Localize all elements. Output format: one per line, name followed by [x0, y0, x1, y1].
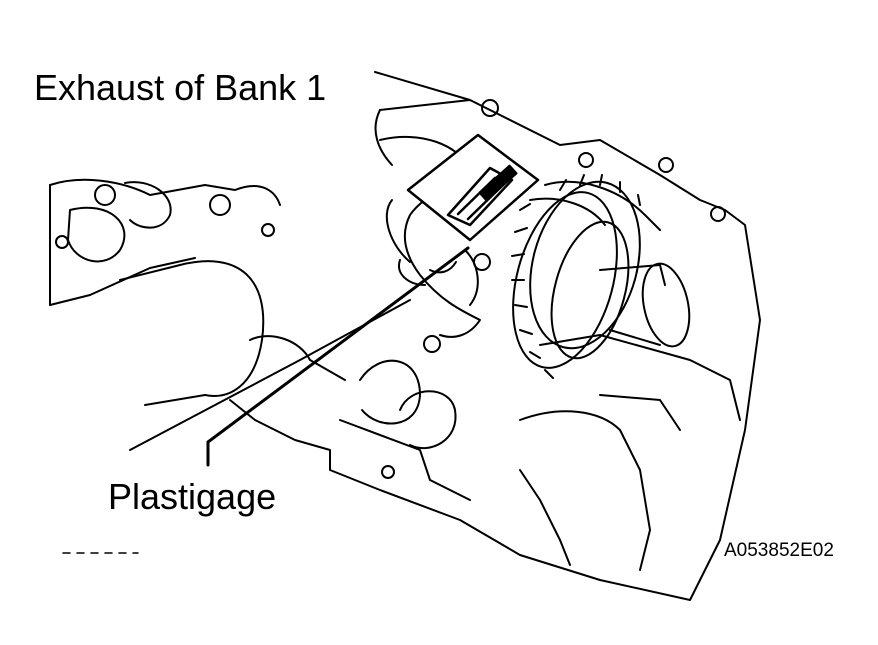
bolt-hole — [710, 206, 726, 222]
camshaft-gear — [511, 174, 641, 379]
bolt-hole — [578, 152, 594, 168]
bolt-hole — [381, 465, 395, 479]
bolt-hole — [423, 335, 441, 353]
camshaft-end — [599, 262, 691, 348]
bolt-hole — [658, 157, 674, 173]
plastigage-leader — [206, 246, 470, 444]
plastigage-label: Plastigage — [108, 476, 277, 517]
bolt-hole — [481, 99, 499, 117]
exhaust-leader — [374, 71, 471, 101]
exhaust-bank-label: Exhaust of Bank 1 — [34, 67, 327, 108]
camshaft-body — [179, 260, 265, 397]
cylinder-head-plate — [229, 99, 761, 601]
plastigage-strip — [406, 133, 540, 242]
figure-code: A053852E02 — [724, 540, 834, 561]
